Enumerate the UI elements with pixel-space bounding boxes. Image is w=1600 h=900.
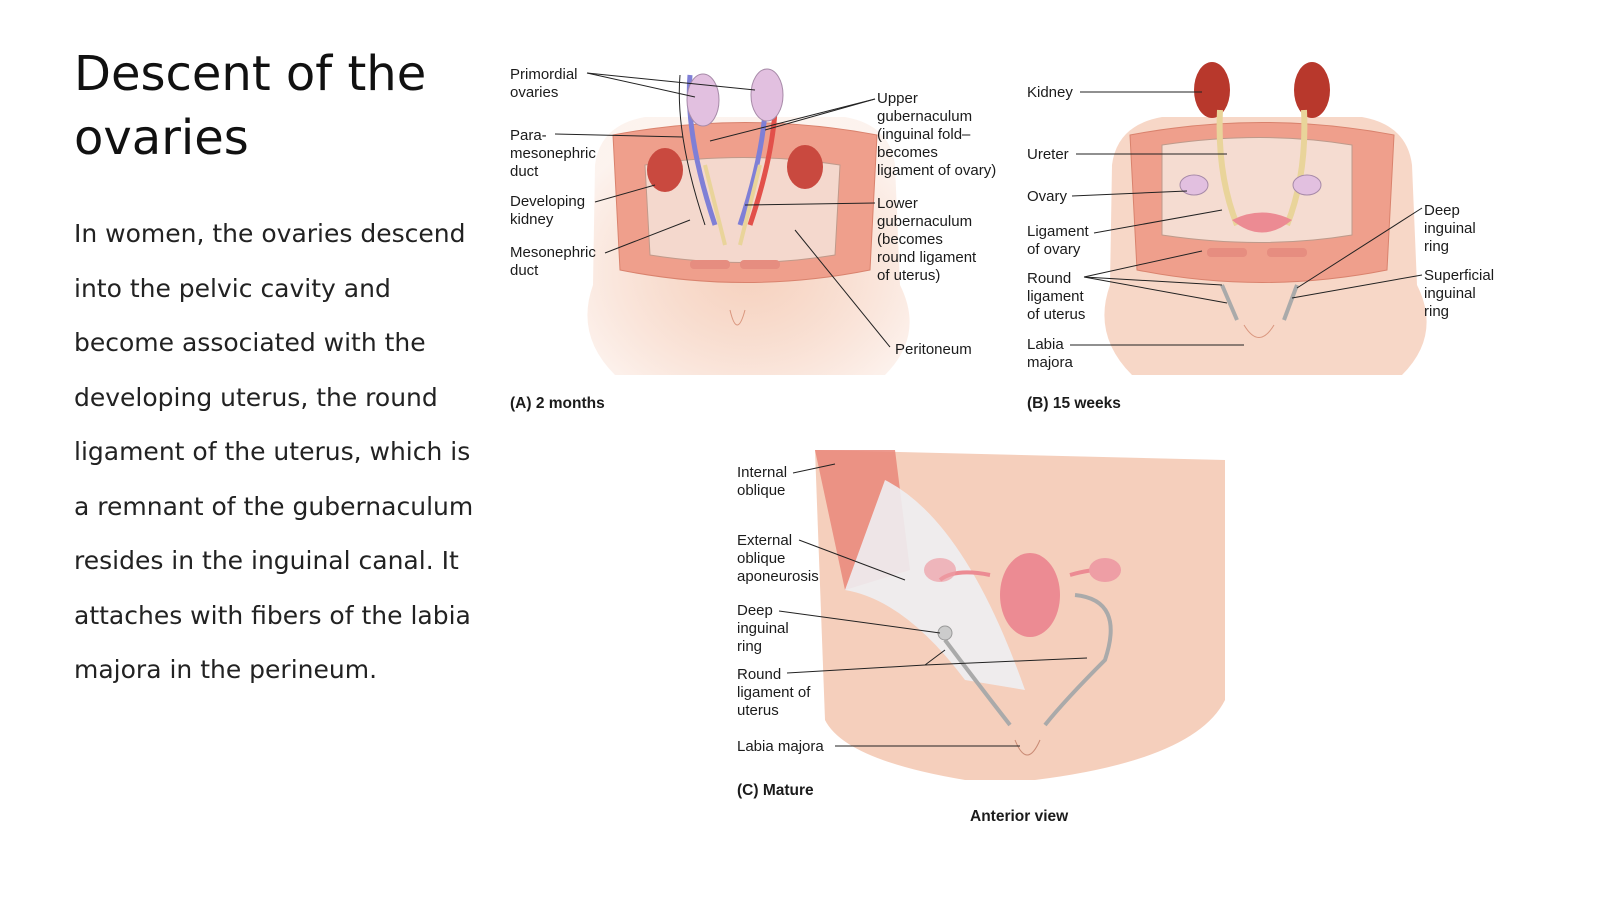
label-ureter: Ureter	[1027, 146, 1069, 163]
figure-a-illustration	[587, 68, 910, 375]
label-kidney: Kidney	[1027, 84, 1073, 101]
label-ovary: Ovary	[1027, 188, 1068, 205]
figure-a-leader-lines	[554, 72, 891, 348]
figure-c-caption: (C) Mature	[737, 782, 814, 799]
figure-c-leader-lines	[778, 463, 1088, 747]
slide-body-text: In women, the ovaries descend into the p…	[74, 219, 474, 684]
figure-c-illustration	[815, 450, 1225, 780]
slide-title: Descent of the ovaries	[74, 46, 427, 166]
figure-b-caption: (B) 15 weeks	[1027, 395, 1121, 412]
label-labia-majora-c: Labia majora	[737, 738, 824, 755]
figure-a-caption: (A) 2 months	[510, 395, 605, 412]
figure-c-view-caption: Anterior view	[970, 808, 1069, 825]
label-peritoneum: Peritoneum	[895, 341, 972, 358]
figure-b-illustration	[1104, 62, 1427, 375]
figure-b-leader-lines	[1070, 91, 1423, 346]
